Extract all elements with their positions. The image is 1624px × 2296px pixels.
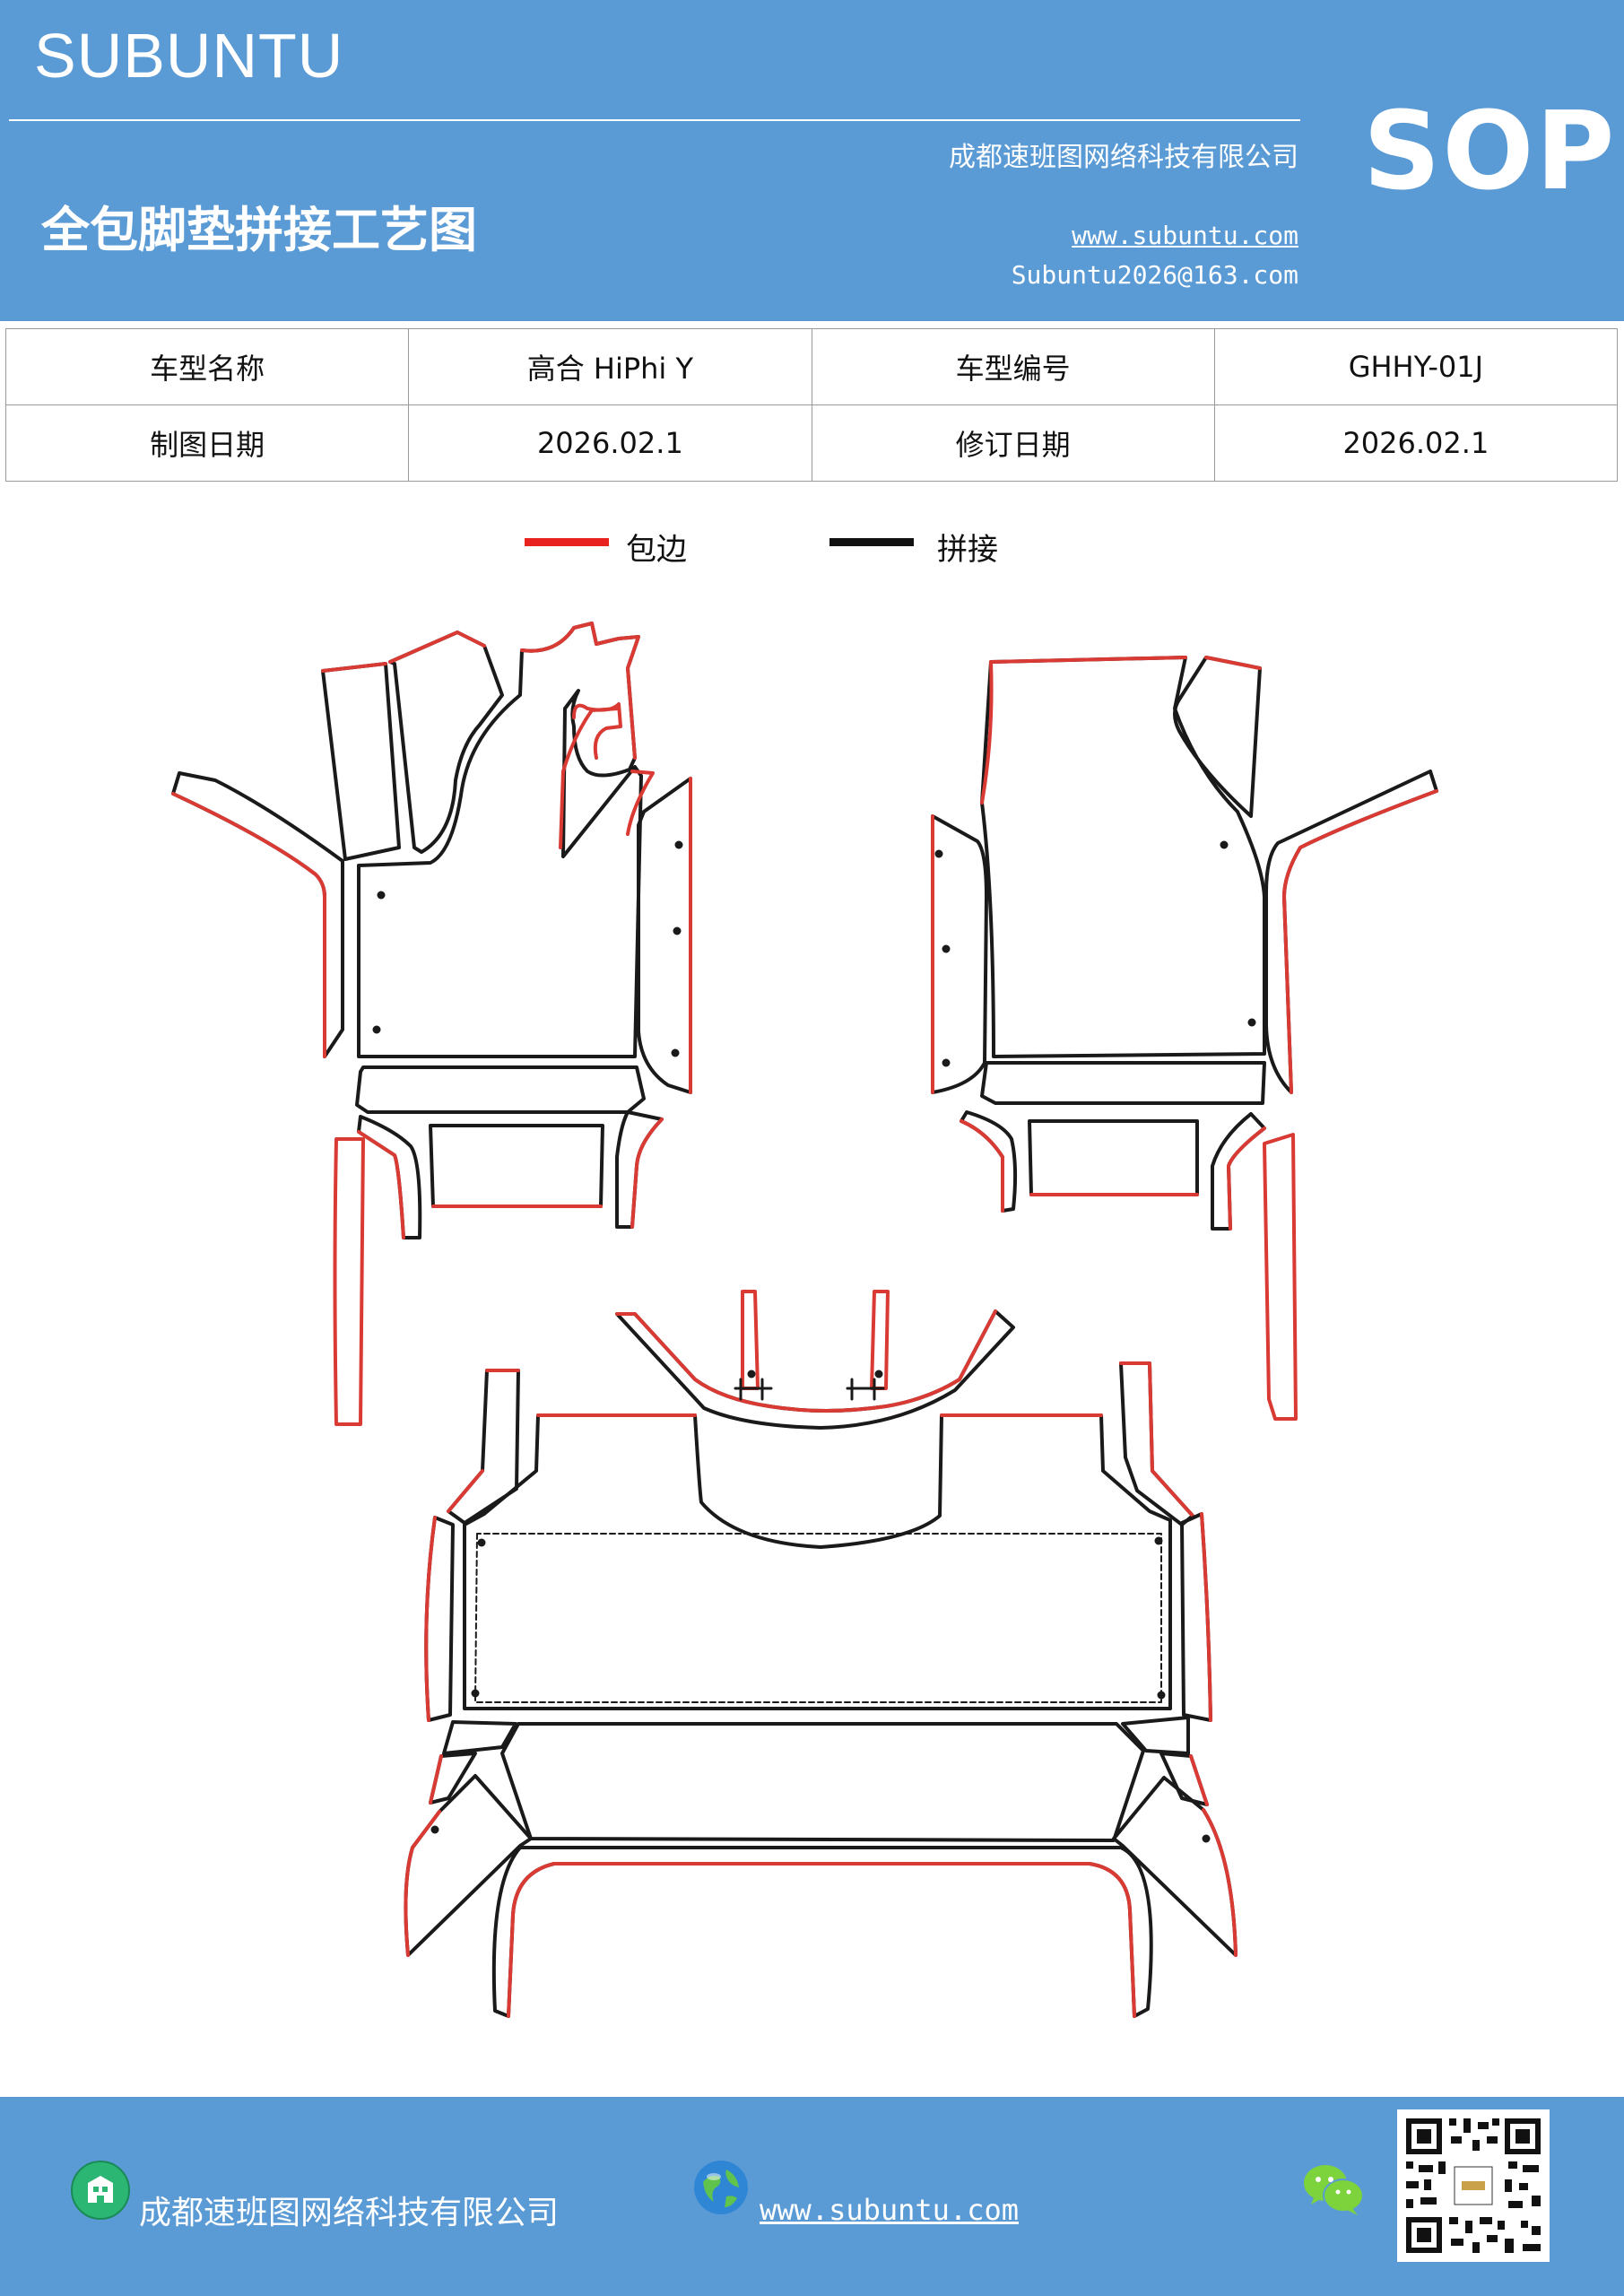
mat-piece: [931, 814, 988, 1094]
footer-company-name: 成都速班图网络科技有限公司: [139, 2195, 560, 2231]
table-cell-label: 修订日期: [811, 404, 1215, 482]
wechat-icon[interactable]: [1302, 2161, 1365, 2217]
company-name: 成都速班图网络科技有限公司: [949, 142, 1298, 173]
mat-piece: [429, 1124, 604, 1208]
mat-pattern-drawing: [171, 622, 1438, 2018]
table-row: 制图日期 2026.02.1 修订日期 2026.02.1: [4, 404, 1619, 482]
header-bar: SUBUNTU 成都速班图网络科技有限公司 全包脚垫拼接工艺图 www.subu…: [0, 0, 1624, 321]
front-left-mat-group: [171, 622, 692, 1426]
mat-piece: [637, 777, 692, 1094]
legend-label-binding: 包边: [626, 532, 687, 568]
mat-piece: [357, 1115, 422, 1239]
legend: 包边 拼接: [525, 525, 1063, 570]
website-link[interactable]: www.subuntu.com: [1072, 221, 1298, 250]
sop-badge: SOP: [1363, 90, 1617, 214]
mat-piece: [1211, 1112, 1266, 1231]
table-cell-value: 2026.02.1: [1213, 404, 1619, 482]
info-table: 车型名称 高合 HiPhi Y 车型编号 GHHY-01J 制图日期 2026.…: [4, 328, 1619, 482]
table-cell-value: GHHY-01J: [1213, 328, 1619, 405]
globe-icon: [694, 2161, 748, 2214]
brand-name: SUBUNTU: [34, 21, 344, 91]
table-cell-value: 2026.02.1: [408, 404, 812, 482]
legend-swatch-binding: [525, 538, 609, 546]
mat-piece: [980, 656, 1266, 1058]
table-cell-label: 制图日期: [4, 404, 410, 482]
mat-piece: [1264, 770, 1438, 1094]
mat-piece: [980, 1061, 1266, 1105]
mat-piece: [321, 662, 401, 861]
table-cell-label: 车型名称: [4, 328, 410, 405]
mat-piece: [870, 1290, 890, 1390]
table-cell-value: 高合 HiPhi Y: [408, 328, 812, 405]
email-address: Subuntu2026@163.com: [1011, 260, 1298, 290]
page-title: 全包脚垫拼接工艺图: [41, 202, 477, 258]
footer-website-link[interactable]: www.subuntu.com: [760, 2193, 1019, 2227]
table-row: 车型名称 高合 HiPhi Y 车型编号 GHHY-01J: [4, 328, 1619, 405]
mat-piece: [1263, 1133, 1298, 1421]
mat-piece: [171, 771, 344, 1058]
header-divider: [9, 119, 1300, 121]
table-cell-label: 车型编号: [811, 328, 1215, 405]
mat-piece: [442, 1720, 517, 1755]
building-icon: [71, 2161, 130, 2220]
mat-piece: [1121, 1716, 1190, 1755]
mat-piece: [1119, 1361, 1194, 1526]
front-right-mat-group: [931, 656, 1438, 1421]
mat-piece: [388, 631, 504, 854]
mat-piece: [500, 1722, 1145, 1842]
mat-piece: [1173, 656, 1262, 818]
rear-mat-group: [404, 1290, 1238, 2018]
mat-piece: [463, 1413, 1172, 1710]
mat-piece: [333, 1137, 365, 1426]
legend-label-seam: 拼接: [937, 532, 998, 568]
mat-piece: [1028, 1119, 1199, 1196]
mat-piece: [491, 1846, 1153, 2018]
mat-piece: [355, 1065, 646, 1114]
legend-swatch-seam: [829, 538, 914, 546]
qr-code: [1397, 2109, 1550, 2262]
